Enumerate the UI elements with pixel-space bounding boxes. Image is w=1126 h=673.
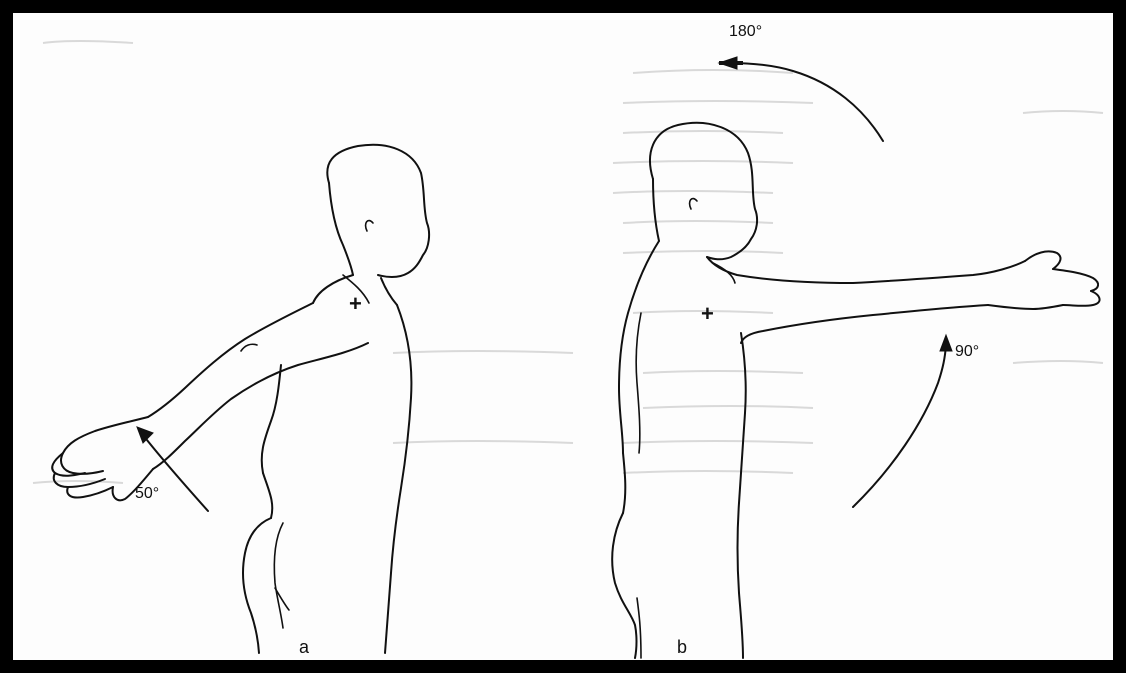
figure-a-body: + [52, 145, 429, 653]
figure-frame: + [10, 10, 1116, 663]
figure-b-body: + [612, 123, 1099, 658]
angle-label-90: 90° [955, 343, 979, 361]
arrow-b-90 [853, 335, 952, 507]
angle-label-180: 180° [729, 23, 762, 41]
marker-plus-b: + [701, 301, 714, 326]
panel-label-b: b [677, 637, 687, 658]
panel-label-a: a [299, 637, 309, 658]
arrow-b-180 [719, 57, 883, 141]
marker-plus-a: + [349, 291, 362, 316]
angle-label-50: 50° [135, 485, 159, 503]
shoulder-extension-flexion-illustration: + [13, 13, 1113, 660]
